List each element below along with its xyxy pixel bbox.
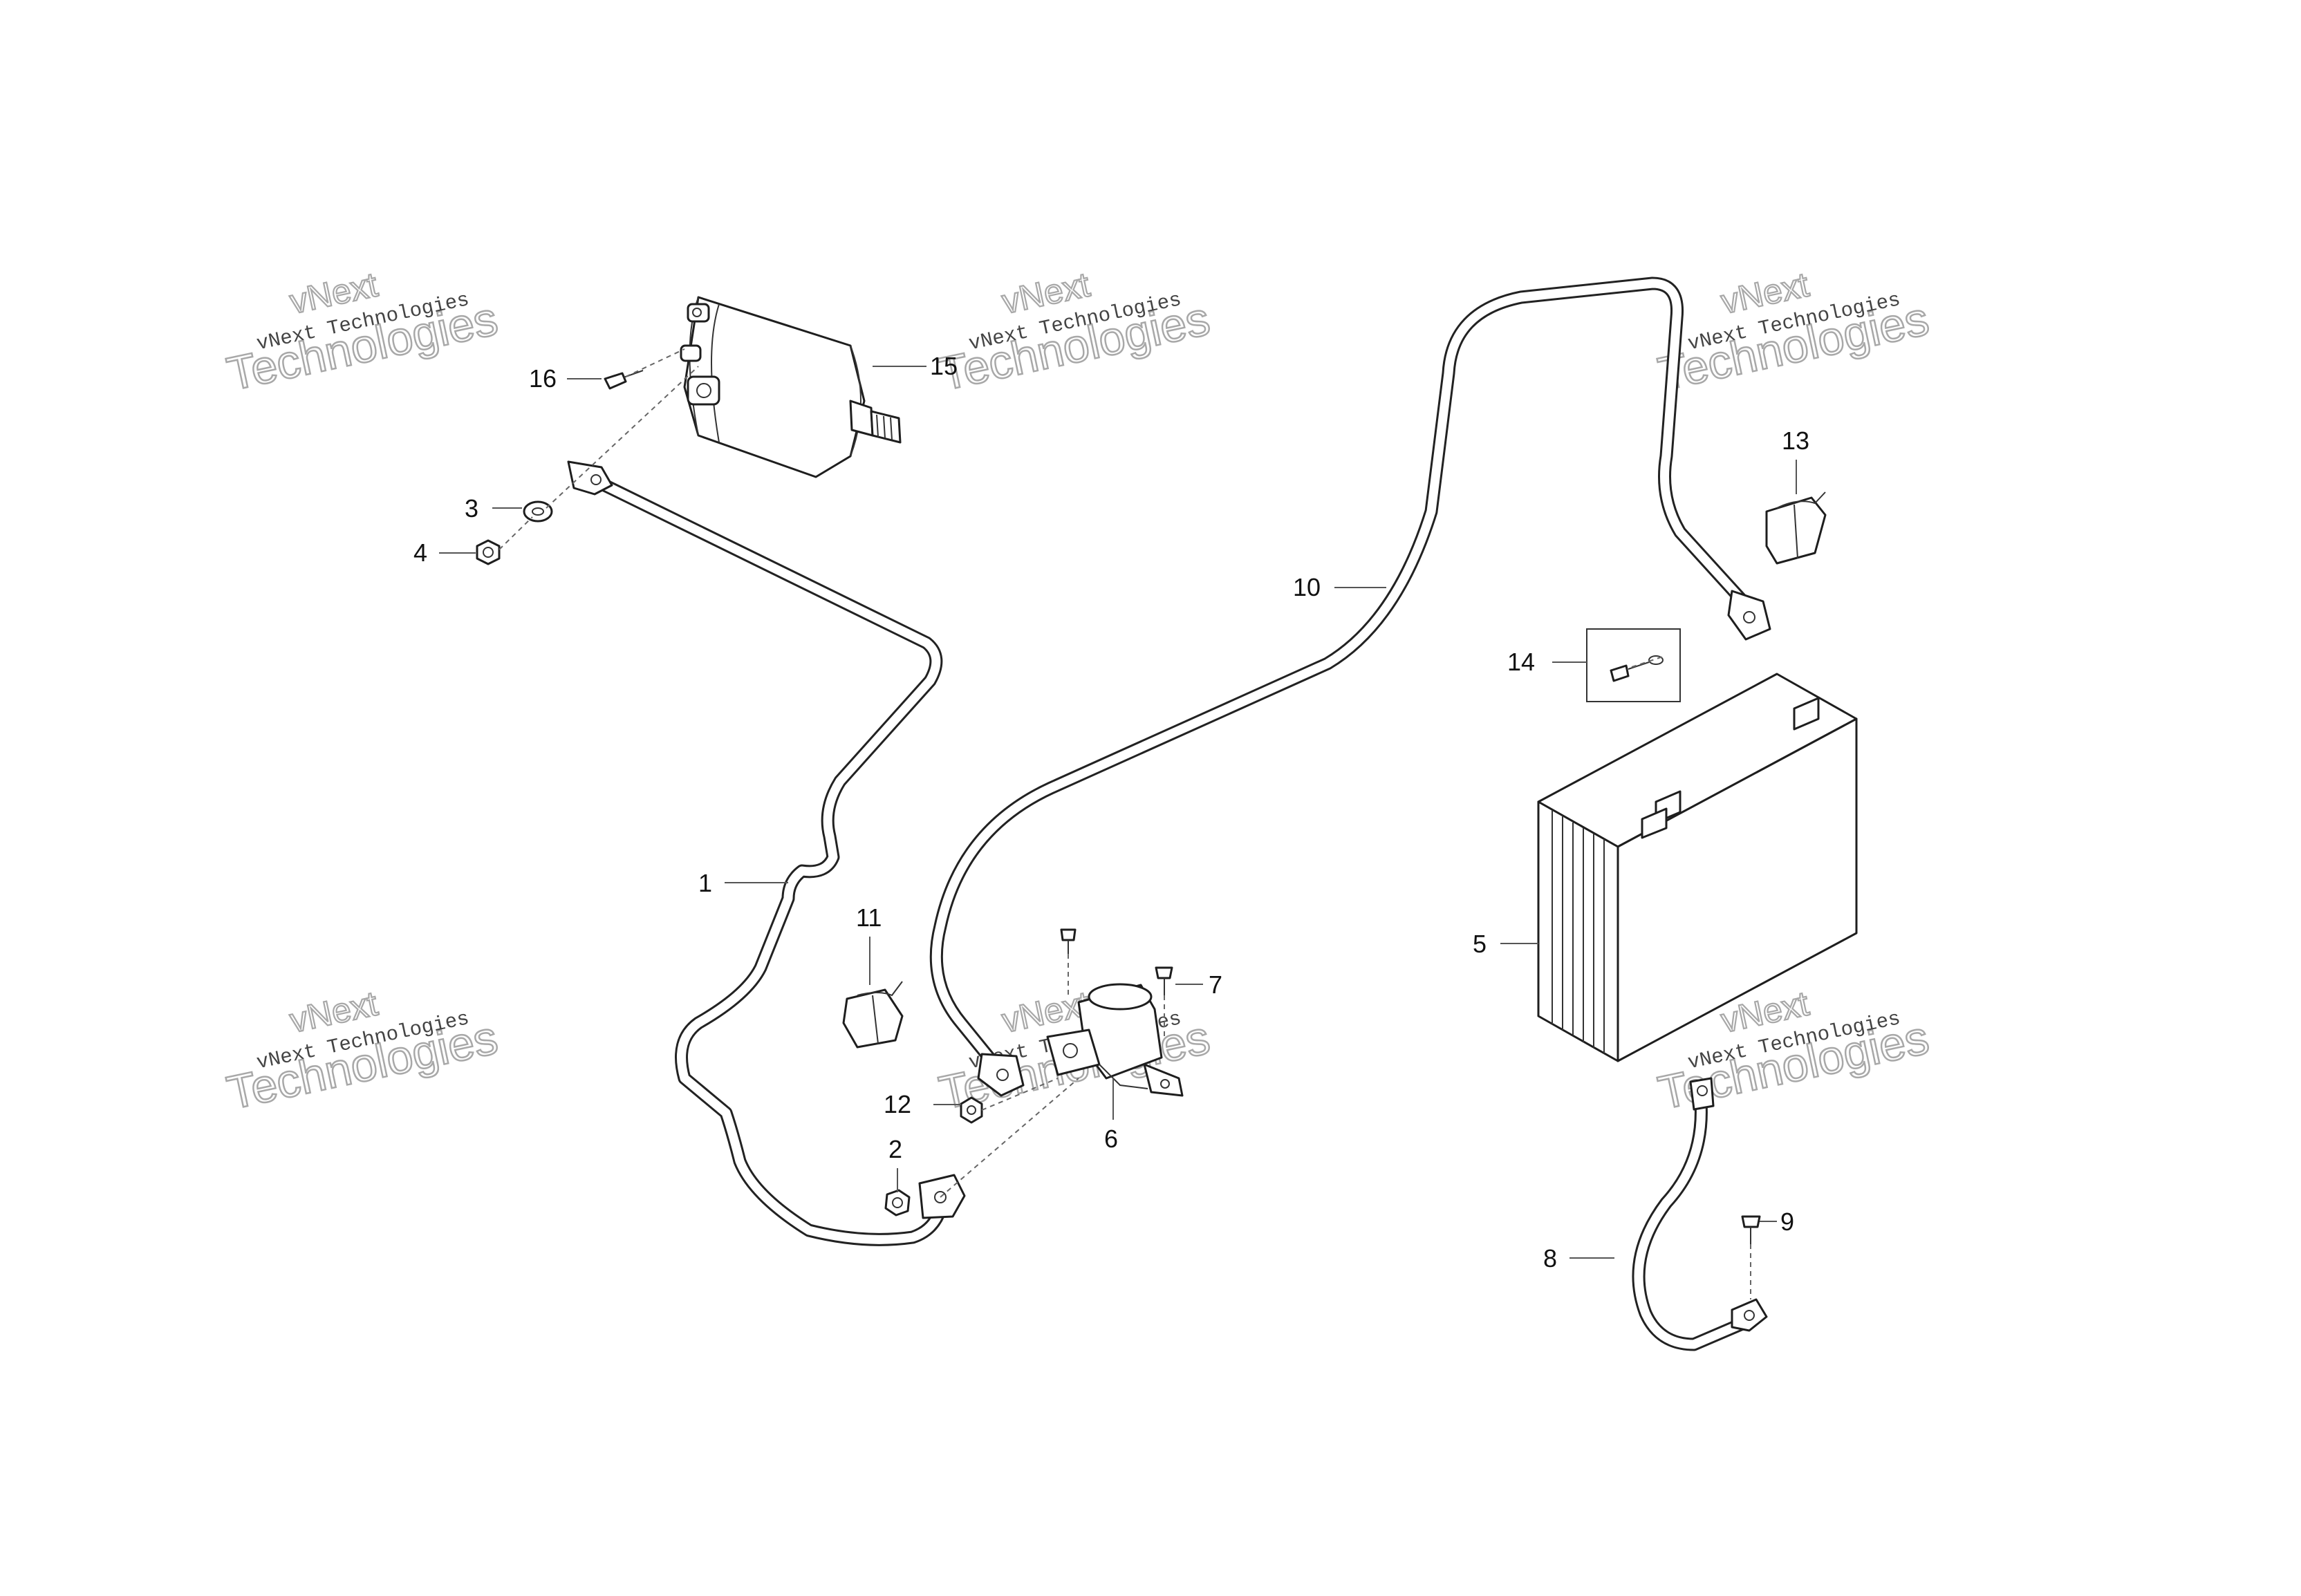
callout-leaders: [439, 366, 1797, 1259]
watermark-bottom-left: vNext Technologies vNext Technologies: [222, 983, 503, 1120]
battery: [1537, 673, 1858, 1062]
watermark-top-center: vNext Technologies vNext Technologies: [934, 264, 1215, 402]
assembly-lines-center: [940, 1078, 1079, 1198]
callout-7: 7: [1209, 970, 1222, 999]
screw-16: [604, 370, 644, 390]
callout-12: 12: [884, 1090, 911, 1118]
callout-10: 10: [1293, 573, 1321, 601]
callout-5: 5: [1473, 930, 1487, 958]
ground-cable: [1632, 1077, 1768, 1351]
callout-13: 13: [1782, 426, 1809, 455]
callout-6: 6: [1104, 1125, 1118, 1153]
callout-11: 11: [856, 903, 882, 932]
washer-3: [523, 500, 553, 523]
watermark-top-left: vNext Technologies vNext Technologies: [222, 264, 503, 402]
callout-14: 14: [1507, 648, 1535, 676]
nut-4: [476, 539, 501, 565]
assembly-lines-left: [499, 348, 699, 550]
terminal-cap-13: [1765, 491, 1827, 565]
callout-16: 16: [529, 364, 557, 393]
nut-12: [960, 1096, 983, 1124]
callout-15: 15: [930, 352, 958, 380]
callout-8: 8: [1543, 1244, 1557, 1273]
callout-9: 9: [1780, 1208, 1794, 1236]
callout-4: 4: [413, 538, 427, 567]
callout-3: 3: [465, 494, 478, 523]
callout-1: 1: [698, 869, 712, 897]
battery-cable: [929, 276, 1771, 1097]
callout-numbers: 1 2 3 4 5 6 7 8 9 10 11 12 13 14 15 16: [413, 352, 1809, 1273]
starter-solenoid: [1046, 928, 1184, 1097]
screw-9: [1741, 1215, 1761, 1299]
bolt-kit-14: [1586, 628, 1681, 702]
watermark-top-right: vNext Technologies vNext Technologies: [1653, 264, 1935, 402]
screw-7: [1155, 966, 1173, 1037]
starter-cable: [567, 460, 966, 1246]
starter-motor: [680, 296, 902, 478]
callout-2: 2: [888, 1135, 902, 1163]
nut-2: [884, 1189, 911, 1217]
terminal-cap-11: [842, 981, 904, 1049]
